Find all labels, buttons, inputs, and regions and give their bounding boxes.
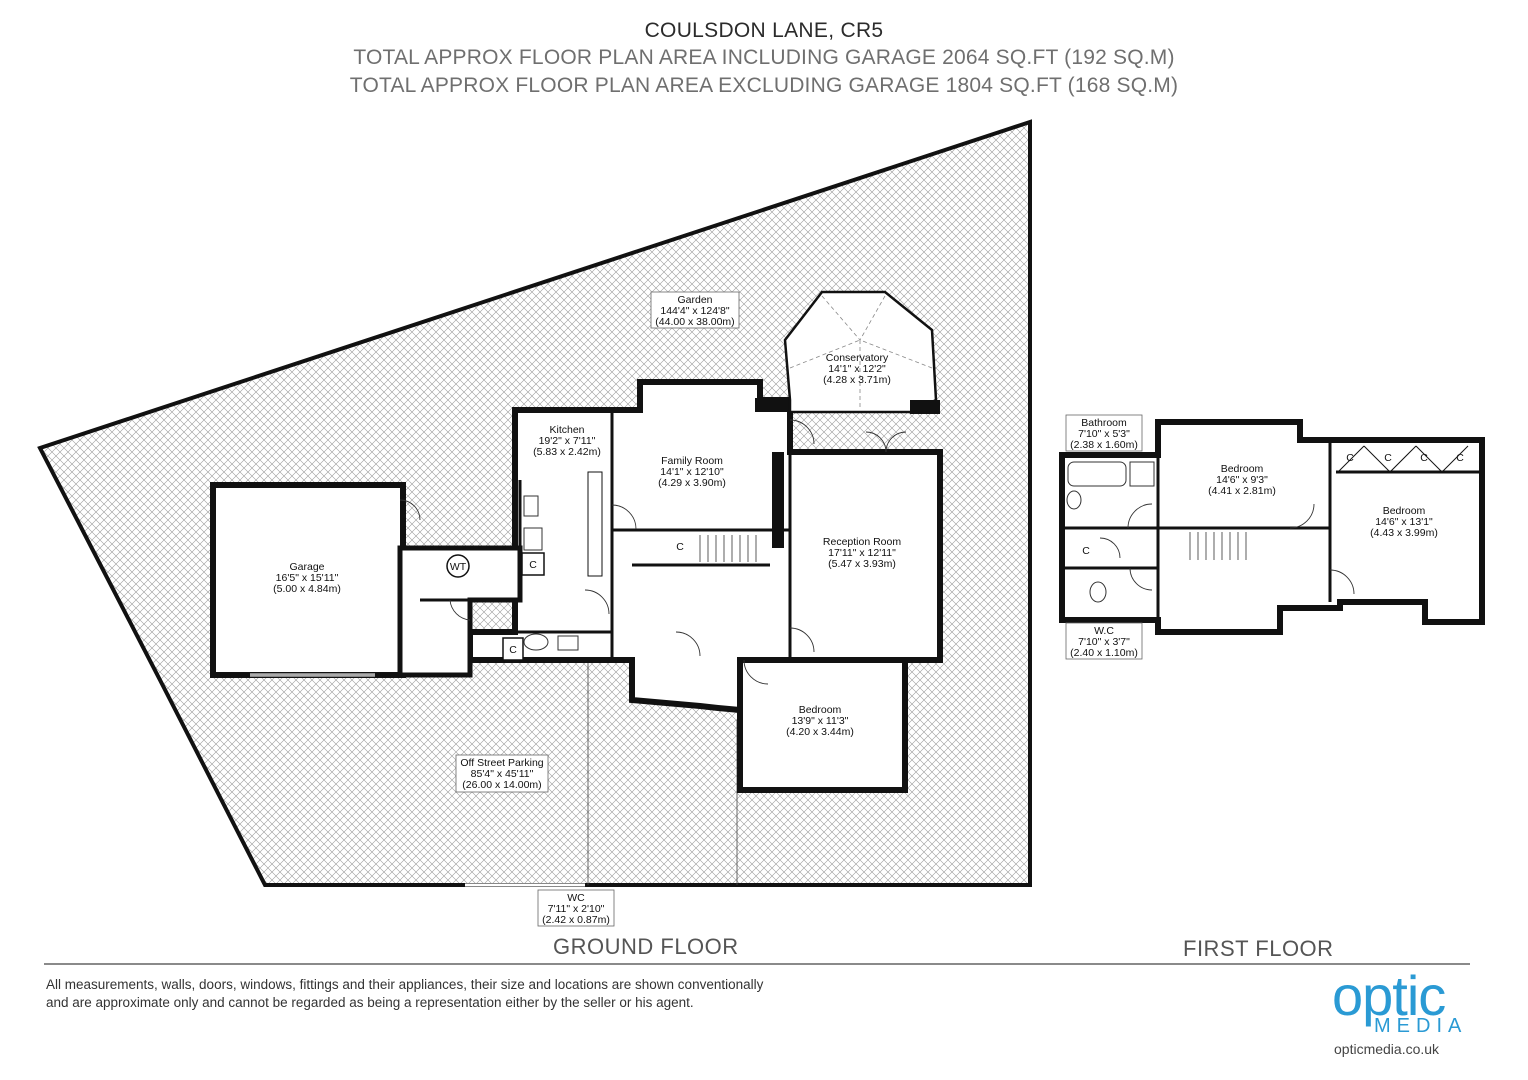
svg-text:(4.28 x 3.71m): (4.28 x 3.71m) [823,374,891,386]
disclaimer-text: All measurements, walls, doors, windows,… [46,977,764,1010]
optic-media-logo: optic MEDIA opticmedia.co.uk [1328,964,1478,1065]
svg-text:(2.38 x 1.60m): (2.38 x 1.60m) [1070,439,1138,451]
svg-text:C: C [1420,452,1428,464]
logo-wordmark: optic [1332,964,1446,1027]
room-label-parking: Off Street Parking 85'4" x 45'11" (26.00… [455,754,549,793]
svg-text:C: C [1346,452,1354,464]
svg-text:(5.00 x 4.84m): (5.00 x 4.84m) [273,583,341,595]
chimney-breast [772,452,784,548]
room-label-bedroom-ground: Bedroom 13'9" x 11'3" (4.20 x 3.44m) [786,704,854,738]
interior-walls [420,410,792,662]
room-label-family-room: Family Room 14'1" x 12'10" (4.29 x 3.90m… [658,455,726,489]
svg-text:C: C [676,541,684,553]
svg-text:Bedroom: Bedroom [1221,463,1264,475]
svg-text:(4.43 x 3.99m): (4.43 x 3.99m) [1370,527,1438,539]
svg-text:(4.20 x 3.44m): (4.20 x 3.44m) [786,726,854,738]
svg-text:13'9" x 11'3": 13'9" x 11'3" [792,715,849,727]
cupboard-markers: C C C WT [446,541,684,661]
stairs-ground [699,535,757,562]
svg-text:Reception Room: Reception Room [823,536,901,548]
svg-text:14'1" x 12'10": 14'1" x 12'10" [660,466,724,478]
svg-text:Bedroom: Bedroom [799,704,842,716]
door-swings [399,419,907,685]
svg-text:7'11" x 2'10": 7'11" x 2'10" [548,903,605,915]
worktop [587,471,603,577]
room-label-conservatory: Conservatory 14'1" x 12'2" (4.28 x 3.71m… [823,352,891,386]
area-excluding-garage: TOTAL APPROX FLOOR PLAN AREA EXCLUDING G… [349,74,1179,97]
svg-text:(26.00 x 14.00m): (26.00 x 14.00m) [462,779,541,791]
footer-divider [44,963,1470,965]
svg-text:19'2" x 7'11": 19'2" x 7'11" [539,435,596,447]
room-label-bedroom-first-a: Bedroom 14'6" x 9'3" (4.41 x 2.81m) [1208,463,1276,497]
conservatory-roof-lines [789,295,933,410]
svg-text:(4.41 x 2.81m): (4.41 x 2.81m) [1208,485,1276,497]
bathroom-fittings [1066,461,1155,603]
first-door-swings [1099,503,1355,595]
first-floor-walls [1062,440,1482,632]
property-title: COULSDON LANE, CR5 [644,19,884,42]
room-label-wc-ground: WC 7'11" x 2'10" (2.42 x 0.87m) [537,889,615,927]
room-label-garage: Garage 16'5" x 15'11" (5.00 x 4.84m) [273,561,341,595]
room-label-garden: Garden 144'4" x 124'8" (44.00 x 38.00m) [650,291,740,329]
first-floor-label: FIRST FLOOR [1183,936,1334,961]
svg-text:W.C: W.C [1094,625,1114,637]
logo-website: opticmedia.co.uk [1334,1041,1440,1057]
ground-floor-label: GROUND FLOOR [553,934,739,959]
svg-text:Garage: Garage [289,561,324,573]
area-including-garage: TOTAL APPROX FLOOR PLAN AREA INCLUDING G… [353,46,1175,69]
svg-text:16'5" x 15'11": 16'5" x 15'11" [276,572,339,584]
svg-text:WC: WC [567,892,585,904]
svg-text:C: C [509,644,517,656]
svg-text:Family Room: Family Room [661,455,723,467]
svg-text:14'6" x 9'3": 14'6" x 9'3" [1216,474,1268,486]
room-label-wc-first: W.C 7'10" x 3'7" (2.40 x 1.10m) [1065,622,1143,660]
wall-pier [755,398,787,412]
svg-text:Off Street Parking: Off Street Parking [460,757,543,769]
svg-text:C: C [529,559,537,571]
svg-text:14'6" x 13'1": 14'6" x 13'1" [1375,516,1433,528]
ground-wc-fittings [523,495,579,651]
room-label-kitchen: Kitchen 19'2" x 7'11" (5.83 x 2.42m) [533,424,601,458]
wardrobe-cupboards [1337,445,1469,473]
svg-text:144'4" x 124'8": 144'4" x 124'8" [660,305,730,317]
svg-text:(5.47 x 3.93m): (5.47 x 3.93m) [828,558,896,570]
wall-pier [910,400,940,414]
svg-text:17'11" x 12'11": 17'11" x 12'11" [828,547,896,559]
svg-text:7'10" x 3'7": 7'10" x 3'7" [1078,636,1130,648]
svg-text:WT: WT [450,561,467,573]
logo-submark: MEDIA [1374,1015,1468,1037]
svg-text:Bathroom: Bathroom [1081,417,1127,429]
svg-text:14'1" x 12'2": 14'1" x 12'2" [828,363,886,375]
stairs-first [1189,532,1247,560]
room-label-bathroom: Bathroom 7'10" x 5'3" (2.38 x 1.60m) [1065,414,1143,452]
svg-text:C: C [1456,452,1464,464]
room-label-bedroom-first-b: Bedroom 14'6" x 13'1" (4.43 x 3.99m) [1370,505,1438,539]
svg-text:(2.40 x 1.10m): (2.40 x 1.10m) [1070,647,1138,659]
room-label-reception-room: Reception Room 17'11" x 12'11" (5.47 x 3… [823,536,901,570]
svg-text:Garden: Garden [677,294,712,306]
svg-text:(5.83 x 2.42m): (5.83 x 2.42m) [533,446,601,458]
svg-text:7'10" x 5'3": 7'10" x 5'3" [1078,428,1130,440]
plan-header: COULSDON LANE, CR5 TOTAL APPROX FLOOR PL… [0,18,1528,100]
first-cupboard-labels: C C C C C [1082,452,1464,557]
svg-text:85'4" x 45'11": 85'4" x 45'11" [471,768,534,780]
svg-text:C: C [1384,452,1392,464]
svg-text:C: C [1082,545,1090,557]
svg-text:Conservatory: Conservatory [826,352,889,364]
svg-text:(4.29 x 3.90m): (4.29 x 3.90m) [658,477,726,489]
svg-text:(2.42 x 0.87m): (2.42 x 0.87m) [542,914,610,926]
svg-text:(44.00 x 38.00m): (44.00 x 38.00m) [655,316,734,328]
svg-text:Bedroom: Bedroom [1383,505,1426,517]
svg-text:Kitchen: Kitchen [549,424,584,436]
